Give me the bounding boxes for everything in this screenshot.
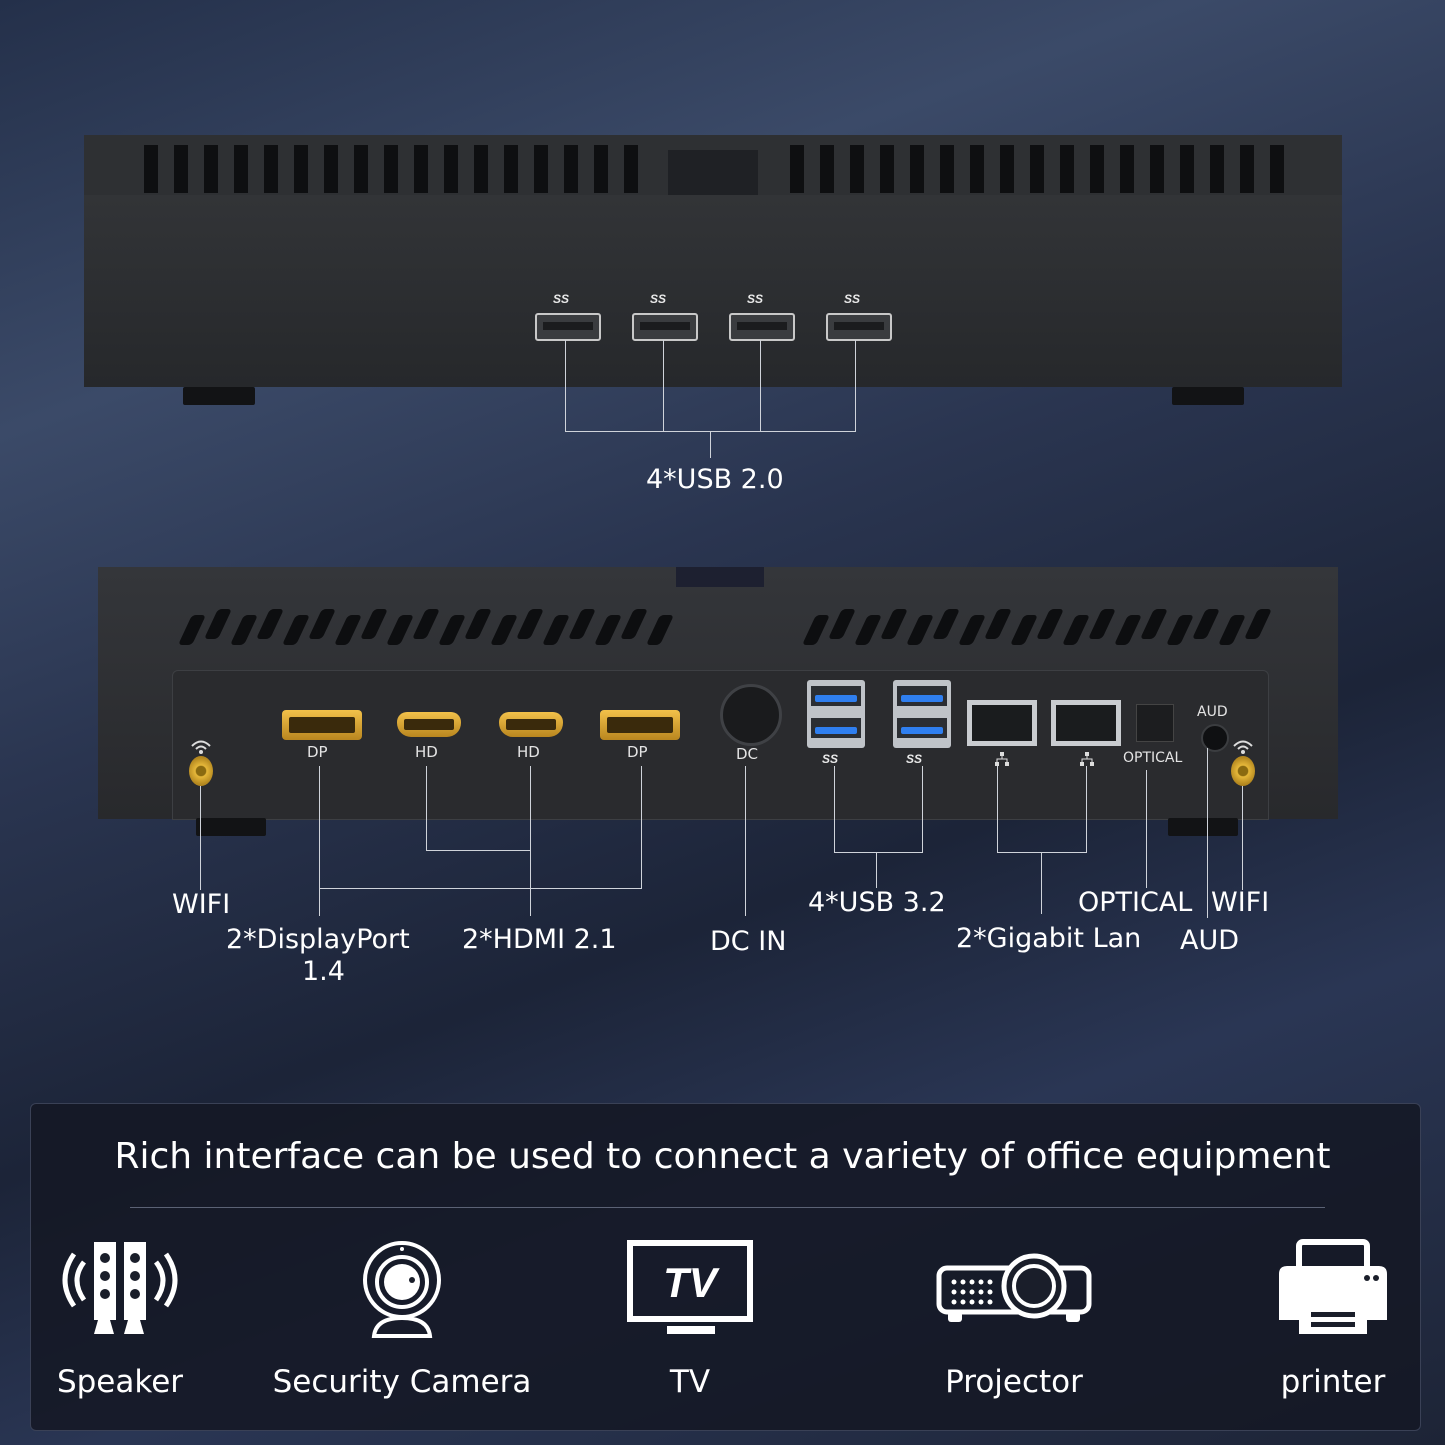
callout-line bbox=[1041, 852, 1042, 914]
callout-line bbox=[997, 766, 998, 853]
usb2-port bbox=[535, 313, 601, 341]
callout-line bbox=[834, 766, 835, 853]
network-icon bbox=[995, 752, 1009, 766]
webcam-icon bbox=[363, 1241, 441, 1338]
chassis-foot bbox=[1172, 387, 1244, 405]
usb32-callout-label: 4*USB 3.2 bbox=[808, 887, 946, 918]
device-label-printer: printer bbox=[1280, 1364, 1386, 1400]
callout-line bbox=[565, 340, 566, 431]
chassis-foot bbox=[183, 387, 255, 405]
displayport-callout-label: 2*DisplayPort bbox=[226, 924, 410, 955]
hd-port-label: HD bbox=[415, 743, 438, 761]
displayport-callout-version: 1.4 bbox=[302, 956, 345, 987]
usb-logo-icon: SS bbox=[747, 292, 764, 306]
wifi-antenna-connector bbox=[189, 756, 213, 786]
callout-line bbox=[710, 431, 711, 458]
callout-line bbox=[530, 766, 531, 916]
optical-port bbox=[1136, 704, 1174, 742]
callout-line bbox=[834, 852, 923, 853]
aud-port-label: AUD bbox=[1197, 704, 1228, 720]
aud-callout-label: AUD bbox=[1180, 925, 1240, 956]
hdmi-port bbox=[499, 712, 563, 737]
callout-line bbox=[855, 340, 856, 431]
tv-icon: TV bbox=[627, 1240, 753, 1334]
usb2-port bbox=[632, 313, 698, 341]
tv-icon-text: TV bbox=[663, 1259, 720, 1306]
front-chassis-body bbox=[84, 195, 1342, 387]
wifi-icon bbox=[1233, 740, 1253, 754]
callout-line bbox=[760, 340, 761, 431]
callout-line bbox=[1146, 770, 1147, 888]
usb2-callout-label: 4*USB 2.0 bbox=[646, 464, 784, 495]
audio-jack bbox=[1201, 724, 1229, 752]
callout-line bbox=[426, 850, 531, 851]
callout-line bbox=[426, 766, 427, 851]
wifi-right-callout-label: WIFI bbox=[1211, 887, 1270, 918]
usb2-port bbox=[826, 313, 892, 341]
callout-line bbox=[922, 766, 923, 853]
chassis-notch bbox=[676, 567, 764, 587]
callout-line bbox=[876, 852, 877, 888]
ethernet-port bbox=[1051, 700, 1121, 746]
usb-logo-icon: SS bbox=[553, 292, 570, 306]
callout-line bbox=[319, 888, 642, 889]
callout-line bbox=[1086, 766, 1087, 853]
callout-line bbox=[745, 766, 746, 916]
divider bbox=[130, 1207, 1325, 1208]
displayport-port bbox=[282, 710, 362, 740]
displayport-port bbox=[600, 710, 680, 740]
chassis-foot bbox=[1168, 818, 1238, 836]
wifi-antenna-connector bbox=[1231, 756, 1255, 786]
usb-superspeed-icon: SS bbox=[822, 752, 839, 766]
dp-port-label: DP bbox=[307, 743, 328, 761]
callout-line bbox=[641, 766, 642, 888]
chassis-foot bbox=[196, 818, 266, 836]
usb3-port-stack bbox=[893, 680, 951, 748]
device-label-speaker: Speaker bbox=[56, 1364, 184, 1400]
network-icon bbox=[1080, 752, 1094, 766]
ethernet-port bbox=[967, 700, 1037, 746]
projector-icon bbox=[936, 1253, 1092, 1322]
device-label-projector: Projector bbox=[945, 1364, 1083, 1400]
usb3-port-stack bbox=[807, 680, 865, 748]
speaker-icon bbox=[62, 1242, 178, 1334]
dc-in-port bbox=[720, 684, 782, 746]
callout-line bbox=[997, 852, 1087, 853]
callout-line bbox=[200, 786, 201, 890]
devices-headline: Rich interface can be used to connect a … bbox=[114, 1136, 1331, 1177]
hdmi-port bbox=[397, 712, 461, 737]
printer-icon bbox=[1279, 1239, 1387, 1334]
dc-in-callout-label: DC IN bbox=[710, 926, 787, 957]
hdmi-callout-label: 2*HDMI 2.1 bbox=[462, 924, 617, 955]
device-label-tv: TV bbox=[669, 1364, 711, 1400]
callout-line bbox=[663, 340, 664, 431]
device-label-security-camera: Security Camera bbox=[272, 1364, 532, 1400]
hd-port-label: HD bbox=[517, 743, 540, 761]
optical-callout-label: OPTICAL bbox=[1078, 887, 1193, 918]
optical-port-label: OPTICAL bbox=[1123, 750, 1183, 766]
usb2-port bbox=[729, 313, 795, 341]
dp-port-label: DP bbox=[627, 743, 648, 761]
usb-superspeed-icon: SS bbox=[906, 752, 923, 766]
wifi-icon bbox=[191, 740, 211, 754]
usb-logo-icon: SS bbox=[844, 292, 861, 306]
callout-line bbox=[1242, 786, 1243, 890]
devices-card bbox=[30, 1103, 1421, 1431]
usb-logo-icon: SS bbox=[650, 292, 667, 306]
lan-callout-label: 2*Gigabit Lan bbox=[956, 923, 1142, 954]
callout-line bbox=[1207, 748, 1208, 918]
dc-port-label: DC bbox=[736, 745, 759, 763]
callout-line bbox=[319, 766, 320, 916]
wifi-left-callout-label: WIFI bbox=[172, 889, 231, 920]
